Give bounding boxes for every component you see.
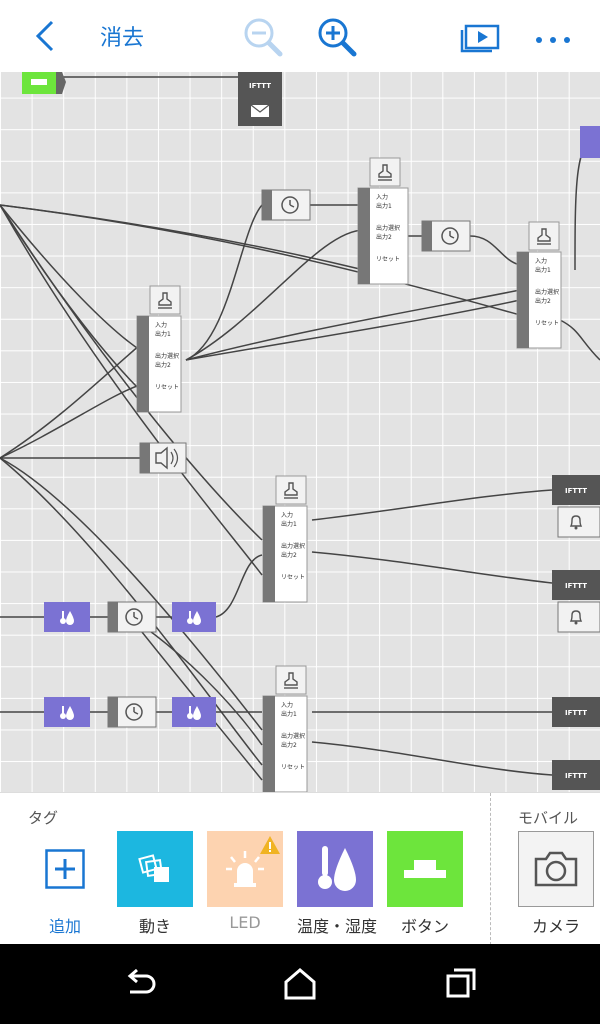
temp-humidity-node[interactable] xyxy=(44,602,90,632)
temperature-humidity-tag-button[interactable]: 温度・湿度 xyxy=(297,831,378,937)
timer-node[interactable] xyxy=(107,696,157,728)
svg-text:IFTTT: IFTTT xyxy=(565,772,587,780)
svg-text:IFTTT: IFTTT xyxy=(565,709,587,717)
nav-home-button[interactable] xyxy=(281,966,319,1006)
temp-humidity-node[interactable] xyxy=(44,697,90,727)
svg-text:リセット: リセット xyxy=(376,256,400,263)
svg-text:入力: 入力 xyxy=(281,511,293,519)
switch-node[interactable]: 入力 出力1 出力選択 出力2 リセット xyxy=(136,285,182,413)
camera-tag-button[interactable]: カメラ xyxy=(518,831,594,937)
svg-text:出力2: 出力2 xyxy=(281,741,297,749)
more-dots-icon xyxy=(536,37,570,43)
led-tag-button[interactable]: LED xyxy=(207,831,283,932)
svg-text:出力1: 出力1 xyxy=(535,266,551,274)
svg-text:出力2: 出力2 xyxy=(535,297,551,305)
temperature-humidity-tag-label: 温度・湿度 xyxy=(297,917,378,936)
button-icon xyxy=(404,860,446,878)
svg-text:リセット: リセット xyxy=(155,384,179,391)
zoom-in-button[interactable] xyxy=(316,16,358,62)
zoom-in-icon xyxy=(318,18,357,57)
plus-icon xyxy=(45,849,85,889)
ifttt-node[interactable]: IFTTT xyxy=(552,697,600,727)
svg-text:出力2: 出力2 xyxy=(281,551,297,559)
switch-node[interactable]: 入力 出力1 出力選択 出力2 リセット xyxy=(262,665,308,792)
motion-tag-label: 動き xyxy=(138,917,171,936)
ifttt-bell-node[interactable]: IFTTT xyxy=(552,570,600,633)
svg-text:リセット: リセット xyxy=(281,574,305,581)
ifttt-label: IFTTT xyxy=(249,82,271,90)
svg-text:出力選択: 出力選択 xyxy=(376,224,400,232)
svg-text:IFTTT: IFTTT xyxy=(565,487,587,495)
chevron-left-icon xyxy=(35,20,54,52)
camera-icon xyxy=(534,851,578,887)
svg-text:出力選択: 出力選択 xyxy=(535,288,559,296)
top-toolbar: 消去 xyxy=(0,0,600,72)
svg-text:出力2: 出力2 xyxy=(155,361,171,369)
add-tag-label: 追加 xyxy=(48,917,81,936)
svg-text:IFTTT: IFTTT xyxy=(565,582,587,590)
tags-heading: タグ xyxy=(28,809,59,827)
warning-icon xyxy=(260,836,280,854)
led-icon xyxy=(226,851,264,887)
zoom-out-button[interactable] xyxy=(242,16,284,62)
zoom-out-icon xyxy=(244,18,283,57)
camera-tag-label: カメラ xyxy=(531,917,580,936)
timer-node[interactable] xyxy=(421,220,471,252)
motion-icon xyxy=(138,854,169,882)
svg-text:出力1: 出力1 xyxy=(281,520,297,528)
button-tag-button[interactable]: ボタン xyxy=(387,831,463,937)
switch-node[interactable]: 入力 出力1 出力選択 出力2 リセット xyxy=(357,157,409,285)
ifttt-mail-node[interactable]: IFTTT xyxy=(238,72,282,126)
slideshow-play-icon xyxy=(460,24,500,53)
workspace-canvas[interactable]: IFTTT IFTTT xyxy=(0,72,600,792)
ifttt-node[interactable]: IFTTT xyxy=(552,760,600,790)
svg-text:出力選択: 出力選択 xyxy=(281,542,305,550)
back-button[interactable] xyxy=(30,18,62,58)
svg-text:入力: 入力 xyxy=(535,257,547,265)
nav-recents-button[interactable] xyxy=(442,966,478,1006)
tag-tray: タグ モバイル 追加 動き xyxy=(0,792,600,945)
delete-button[interactable]: 消去 xyxy=(100,26,145,51)
timer-node[interactable] xyxy=(107,601,157,633)
temperature-humidity-icon xyxy=(318,846,356,891)
led-tag-label: LED xyxy=(229,913,261,932)
temp-humidity-node-edge[interactable] xyxy=(580,126,600,158)
add-tag-button[interactable]: 追加 xyxy=(27,831,103,937)
switch-node[interactable]: 入力 出力1 出力選択 出力2 リセット xyxy=(262,475,308,603)
speaker-node[interactable] xyxy=(139,442,187,474)
svg-text:出力選択: 出力選択 xyxy=(281,732,305,740)
preview-button[interactable] xyxy=(458,18,502,58)
svg-text:入力: 入力 xyxy=(376,193,388,201)
button-tag-label: ボタン xyxy=(400,917,449,936)
temp-humidity-node[interactable] xyxy=(172,697,216,727)
switch-node[interactable]: 入力 出力1 出力選択 出力2 リセット xyxy=(516,221,562,349)
svg-text:出力1: 出力1 xyxy=(155,330,171,338)
connection-layer: IFTTT IFTTT xyxy=(0,72,600,792)
svg-text:リセット: リセット xyxy=(535,320,559,327)
button-node[interactable] xyxy=(22,72,66,94)
system-nav-bar xyxy=(0,944,600,1024)
motion-tag-button[interactable]: 動き xyxy=(117,831,193,937)
svg-text:出力1: 出力1 xyxy=(281,710,297,718)
nav-back-icon xyxy=(127,968,156,994)
nav-back-button[interactable] xyxy=(120,966,160,1006)
svg-text:出力選択: 出力選択 xyxy=(155,352,179,360)
svg-text:出力2: 出力2 xyxy=(376,233,392,241)
svg-text:入力: 入力 xyxy=(155,321,167,329)
mobile-heading: モバイル xyxy=(518,809,579,827)
ifttt-bell-node[interactable]: IFTTT xyxy=(552,475,600,538)
svg-text:入力: 入力 xyxy=(281,701,293,709)
svg-text:出力1: 出力1 xyxy=(376,202,392,210)
timer-node[interactable] xyxy=(261,189,311,221)
svg-text:リセット: リセット xyxy=(281,764,305,771)
temp-humidity-node[interactable] xyxy=(172,602,216,632)
tray-divider xyxy=(490,793,491,945)
more-button[interactable] xyxy=(534,30,574,49)
nav-recents-icon xyxy=(446,968,476,998)
nav-home-icon xyxy=(284,968,316,1000)
